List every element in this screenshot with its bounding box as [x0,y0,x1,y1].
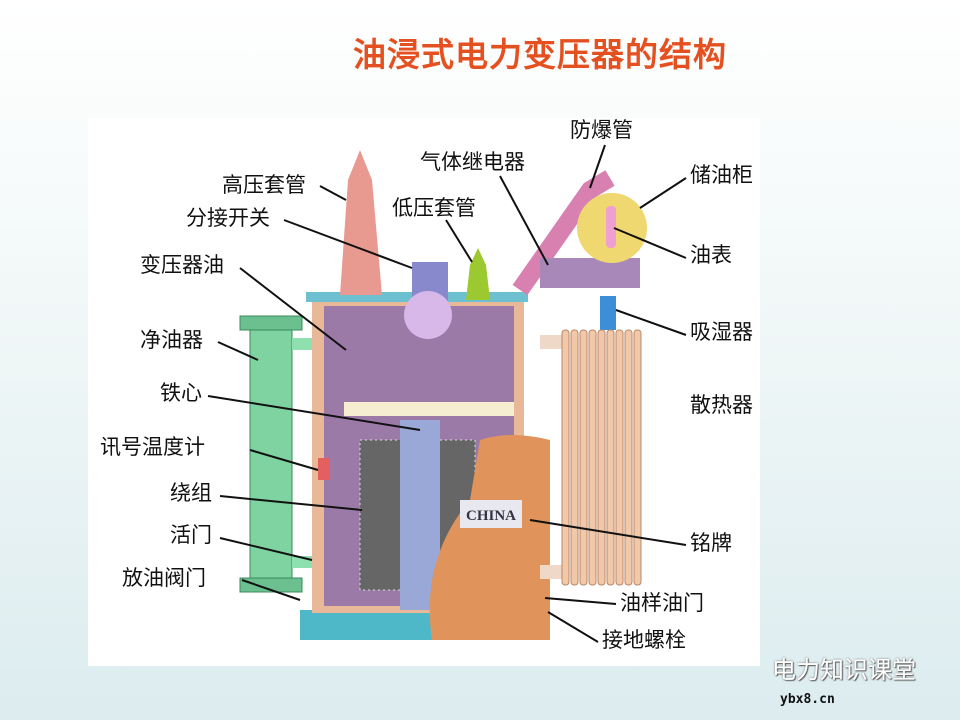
tank-illustration: CHINA [300,150,550,640]
label-oil-purifier: 净油器 [140,328,203,352]
label-winding: 绕组 [170,481,212,505]
radiator-fin [579,329,588,586]
label-iron-core: 铁心 [160,381,202,405]
radiator-illustration [540,329,642,586]
label-drain-valve: 放油阀门 [122,566,206,590]
label-tap-changer: 分接开关 [186,206,270,230]
oil-purifier-illustration [239,315,332,593]
label-high-voltage-bushing: 高压套管 [222,173,306,197]
radiator-fin [570,329,579,586]
label-low-voltage-bushing: 低压套管 [392,196,476,220]
radiator-fin [606,329,615,586]
label-conservator: 储油柜 [690,163,753,187]
watermark: 电力知识课堂 [772,656,916,684]
radiator-fin [624,329,633,586]
nameplate-text: CHINA [466,508,516,524]
label-oil-sample-valve: 油样油门 [620,591,704,615]
leader-lines [207,144,687,643]
radiator-fin [561,329,570,586]
label-breather: 吸湿器 [690,320,753,344]
label-explosion-pipe: 防爆管 [570,118,633,142]
label-signal-thermometer: 讯号温度计 [100,435,205,459]
label-transformer-oil: 变压器油 [140,253,224,277]
radiator-fin [588,329,597,586]
watermark-site: ybx8.cn [780,692,835,707]
label-valve: 活门 [170,523,212,547]
label-grounding-bolt: 接地螺栓 [602,628,686,652]
label-radiator: 散热器 [690,393,753,417]
label-oil-gauge: 油表 [690,243,732,267]
radiator-fin [597,329,606,586]
conservator-illustration [512,170,647,330]
radiator-fin [633,329,642,586]
page-title: 油浸式电力变压器的结构 [353,35,727,74]
label-nameplate: 铭牌 [690,531,732,555]
radiator-fin [615,329,624,586]
label-gas-relay: 气体继电器 [420,150,525,174]
